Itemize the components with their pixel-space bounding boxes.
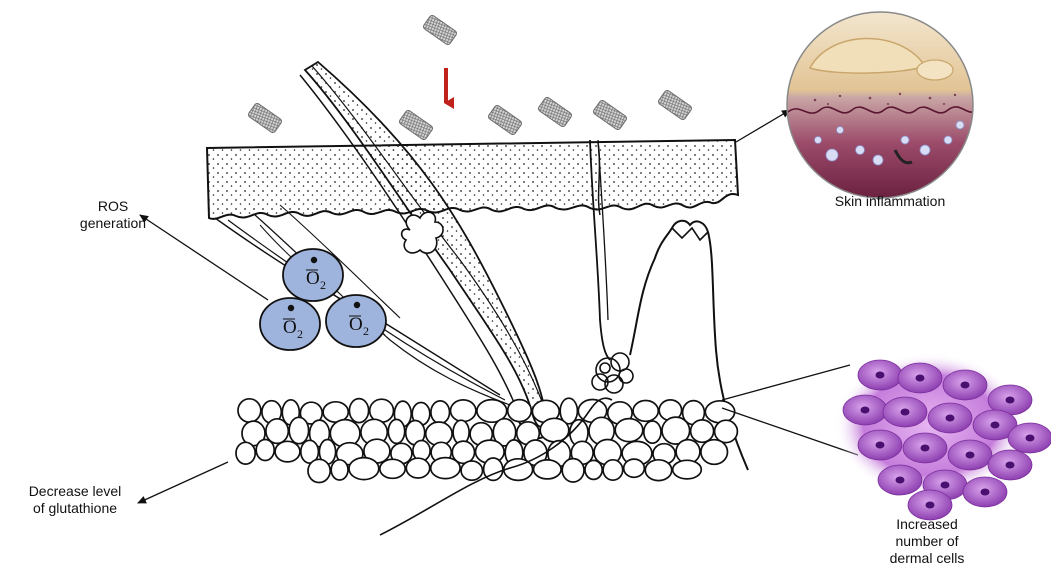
carbon-nanotube	[398, 109, 433, 140]
fat-cell	[349, 458, 379, 480]
fat-cell	[615, 419, 643, 442]
fat-cell	[508, 400, 532, 422]
carbon-nanotube	[537, 96, 572, 127]
fat-cell	[562, 459, 584, 482]
arrow-to-glutathione-label	[138, 462, 228, 503]
sweat-gland-coil	[592, 353, 633, 393]
fat-cell	[624, 459, 645, 477]
fat-cell	[238, 399, 261, 422]
dermal-cell	[928, 403, 972, 433]
dermal-cell	[858, 360, 902, 390]
fat-cell	[256, 440, 274, 461]
dermal-cell	[963, 477, 1007, 507]
fat-cell	[431, 458, 460, 479]
carbon-nanotube	[247, 102, 282, 133]
arrow-to-skin-inflammation	[736, 110, 790, 142]
skin-inflammation-label: Skin inflammation	[800, 193, 980, 210]
dermal-cell	[878, 465, 922, 495]
dermal-cells-cluster	[835, 353, 1051, 520]
skin-inflammation-inset	[785, 10, 976, 200]
fat-cell	[715, 420, 738, 442]
fat-cell	[585, 460, 602, 479]
fat-cell	[534, 460, 562, 479]
fat-cell	[633, 401, 658, 422]
svg-text:O: O	[349, 314, 363, 335]
fat-cell	[451, 400, 476, 422]
ros-cell: O 2	[283, 249, 343, 301]
fat-cell	[603, 460, 623, 480]
dermal-cell	[903, 433, 947, 463]
epidermis-layer	[207, 140, 738, 219]
dermal-cell	[988, 450, 1032, 480]
carbon-nanotube	[487, 104, 522, 135]
dermal-cell	[843, 395, 887, 425]
svg-text:O: O	[283, 317, 297, 338]
increased-dermal-cells-label: Increased number of dermal cells	[872, 516, 982, 567]
svg-text:O: O	[306, 268, 320, 289]
carbon-nanotube	[422, 14, 457, 45]
dermal-cell	[948, 440, 992, 470]
fat-cell	[691, 420, 714, 442]
fat-cell	[673, 460, 702, 479]
fat-cell	[331, 460, 348, 480]
fat-cell	[431, 401, 450, 424]
fat-cell	[406, 458, 429, 478]
dermal-cell	[898, 363, 942, 393]
fat-cell	[388, 419, 404, 443]
ros-superoxide-cells: O 2 O 2 O 2	[260, 249, 386, 350]
fat-cell	[645, 460, 671, 481]
fat-cell	[380, 459, 405, 478]
dermal-cell	[858, 430, 902, 460]
decrease-glutathione-label: Decrease level of glutathione	[0, 483, 150, 517]
svg-text:2: 2	[363, 324, 369, 338]
fat-cell	[308, 459, 330, 482]
ros-generation-label: ROS generation	[58, 198, 168, 232]
ros-cell: O 2	[260, 298, 320, 350]
fat-cell	[644, 421, 661, 443]
ros-cell: O 2	[326, 295, 386, 347]
fat-cell	[289, 417, 308, 443]
svg-text:2: 2	[320, 278, 326, 292]
dermal-cell	[1008, 423, 1051, 453]
fat-cell	[275, 441, 300, 462]
carbon-nanotube	[592, 99, 627, 130]
dermal-cell	[883, 397, 927, 427]
fat-cell	[349, 399, 368, 423]
subcutaneous-fat-layer	[236, 398, 737, 482]
connector-to-dermal-cells-top	[722, 365, 850, 400]
fat-cell	[461, 461, 482, 480]
fat-cell	[701, 440, 728, 465]
dermal-cell	[943, 370, 987, 400]
fat-cell	[705, 401, 734, 423]
carbon-nanotube	[657, 89, 692, 120]
fat-cell	[236, 442, 255, 464]
svg-text:2: 2	[297, 327, 303, 341]
